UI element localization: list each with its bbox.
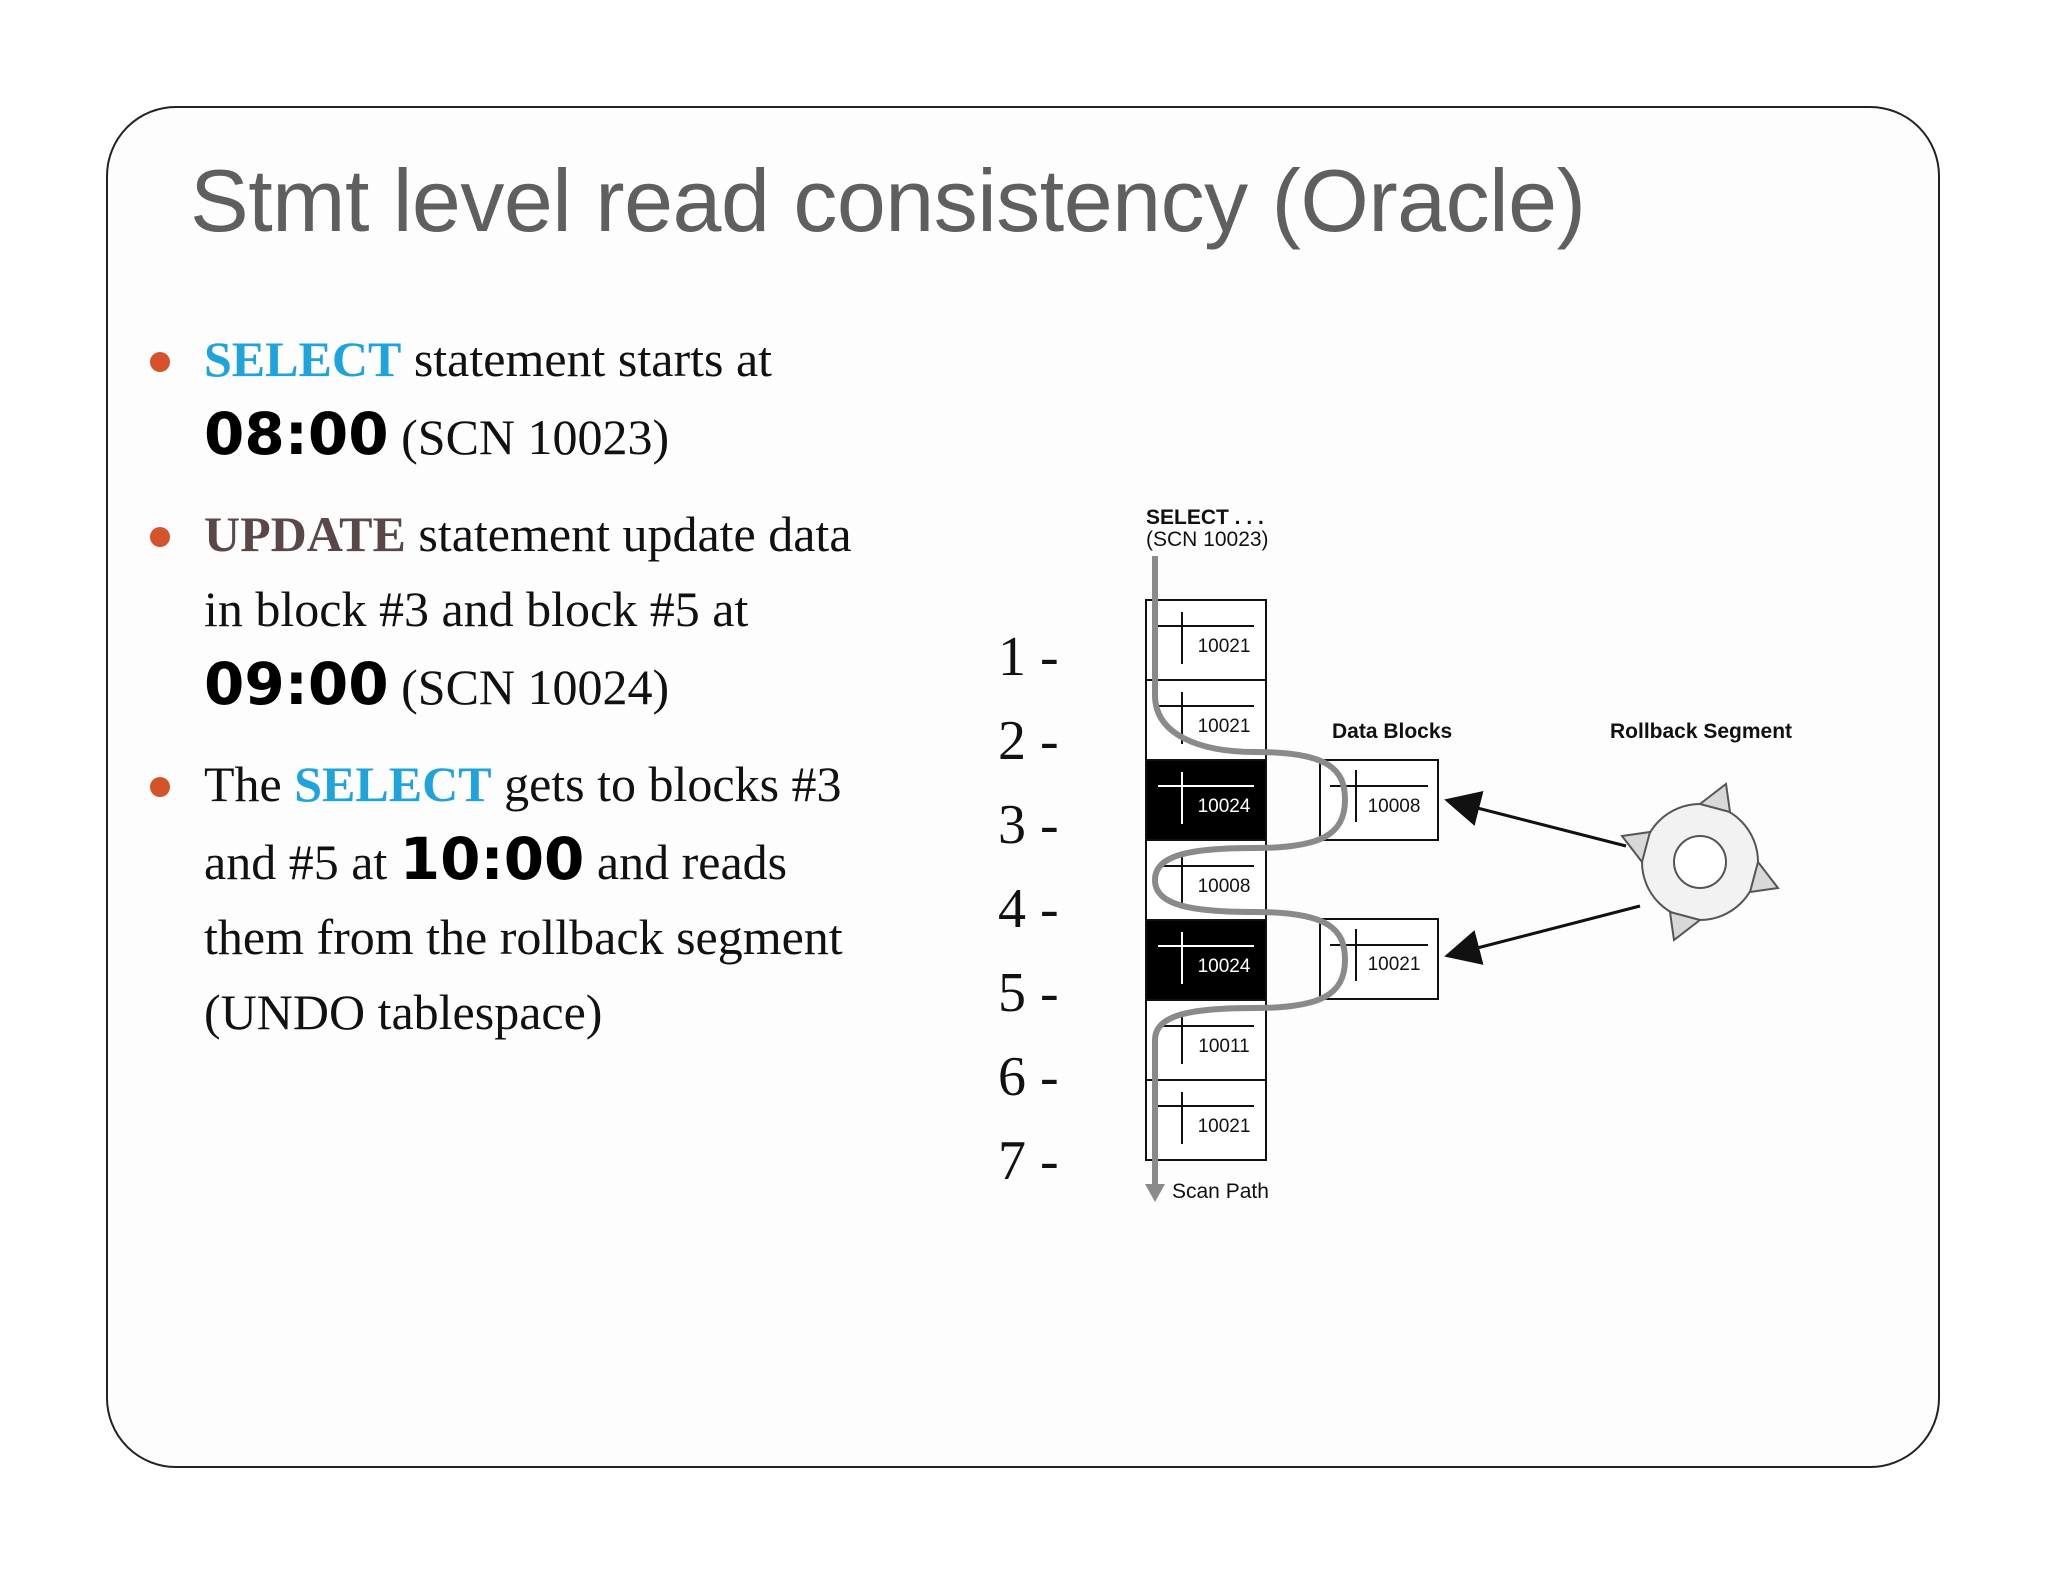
bullet-item: SELECT statement starts at 08:00 (SCN 10… [150,322,870,475]
data-block-scn: 10011 [1198,1036,1249,1057]
bullet-dot [150,352,170,372]
slide-title: Stmt level read consistency (Oracle) [190,151,1586,250]
bullet-text: gets to blocks #3 and #5 at [204,756,842,890]
select-scn-label: (SCN 10023) [1146,528,1269,551]
bullet-text: (SCN 10023) [388,409,670,465]
update-keyword: UPDATE [204,506,406,562]
scan-path-label: Scan Path [1172,1180,1269,1203]
time-value: 09:00 [204,650,389,718]
rollback-segment-icon [1620,782,1780,942]
undo-pointer-arrow [1444,904,1641,965]
data-block-scn: 10024 [1198,956,1251,977]
data-block-box [1145,839,1267,921]
data-block-box [1145,999,1267,1081]
bullet-text: The [204,756,295,812]
data-block: 10011 [1145,999,1267,1081]
data-block-scn: 10021 [1198,636,1251,657]
scan-path [1151,556,1349,1184]
row-number-list: 1 - 2 - 3 - 4 - 5 - 6 - 7 - [998,615,1059,1203]
undo-pointer-arrow [1444,790,1627,848]
data-block-scn: 10008 [1198,876,1251,897]
row-number: 6 - [998,1046,1059,1108]
data-block-box [1145,1079,1267,1161]
data-block-scn: 10024 [1198,796,1251,817]
time-value: 08:00 [204,400,389,468]
data-block: 10021 [1145,599,1267,681]
data-blocks-label: Data Blocks [1332,720,1452,743]
bullet-text: (SCN 10024) [388,659,670,715]
row-number: 4 - [998,878,1059,940]
data-block-box [1145,599,1267,681]
bullet-item: UPDATE statement update data in block #3… [150,497,870,725]
time-value: 10:00 [399,825,585,893]
row-number: 3 - [998,794,1059,856]
bullet-text: statement update data in block #3 and bl… [204,506,852,637]
bullet-text: statement starts at [401,331,773,387]
bullet-item: The SELECT gets to blocks #3 and #5 at 1… [150,747,870,1050]
data-block: 10008 [1145,839,1267,921]
select-keyword: SELECT [294,756,492,812]
data-block-column: 10021 10021 10024 10008 10024 10011 10021 [1145,599,1267,1161]
data-block: 10024 [1145,759,1267,841]
bullet-text: and reads them from the rollback segment… [204,834,843,1040]
rollback-segment-label: Rollback Segment [1610,720,1792,743]
data-block-scn: 10021 [1198,716,1251,737]
slide-frame [106,106,1940,1468]
data-block: 10021 [1145,1079,1267,1161]
row-number: 1 - [998,626,1059,688]
select-keyword: SELECT [204,331,402,387]
bullet-dot [150,527,170,547]
row-number: 5 - [998,962,1059,1024]
data-block: 10024 [1145,919,1267,1001]
bullet-dot [150,777,170,797]
data-block-box [1145,759,1267,841]
bullet-list: SELECT statement starts at 08:00 (SCN 10… [150,322,870,1072]
data-block-box [1145,919,1267,1001]
row-number: 2 - [998,710,1059,772]
select-statement-label: SELECT . . . [1146,506,1264,529]
undo-block-scn: 10008 [1368,796,1421,817]
data-block-scn: 10021 [1198,1116,1251,1137]
undo-block-scn: 10021 [1368,954,1421,975]
row-number: 7 - [998,1130,1059,1192]
scan-path-arrowhead [1145,1184,1165,1202]
